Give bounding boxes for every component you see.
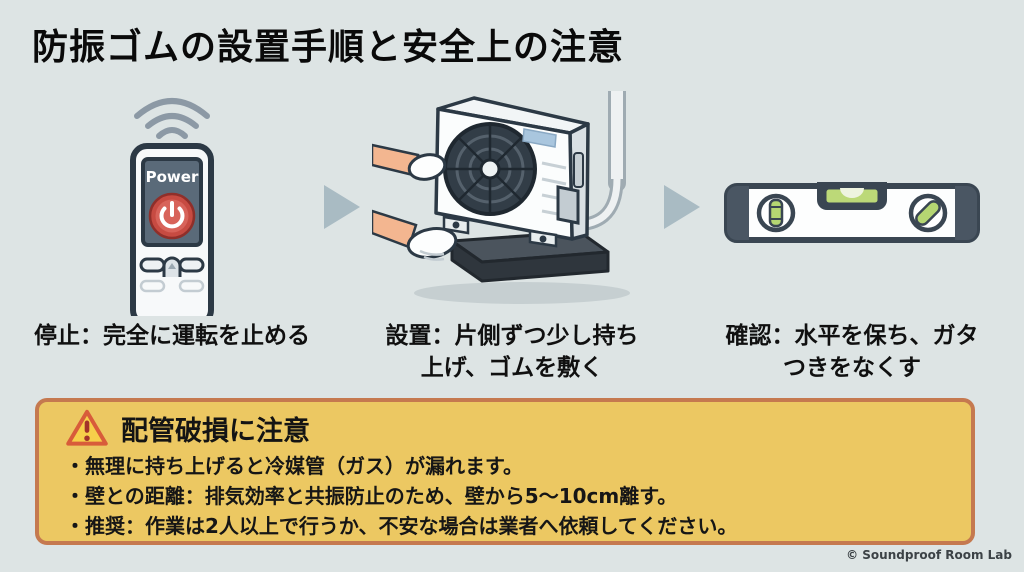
spirit-level-icon (724, 182, 980, 243)
warning-bullets: ・無理に持ち上げると冷媒管（ガス）が漏れます。 ・壁との距離：排気効率と共振防止… (65, 451, 953, 541)
warning-header: 配管破損に注意 (65, 409, 953, 448)
warning-bullet: ・壁との距離：排気効率と共振防止のため、壁から5〜10cm離す。 (65, 484, 678, 508)
left-vial (756, 193, 796, 233)
ac-unit-illustration (372, 84, 652, 316)
page-title: 防振ゴムの設置手順と安全上の注意 (32, 27, 625, 68)
caption-line: 停止：完全に運転を止める (34, 323, 310, 349)
ac-unit-on-pad-icon (372, 91, 630, 304)
center-vial (817, 182, 887, 210)
caption-line: 設置：片側ずつ少し持ち (385, 323, 639, 349)
arrow-right-icon (664, 185, 700, 229)
step-check-caption: 確認：水平を保ち、ガタ つきをなくす (726, 320, 979, 384)
remote-buttons (139, 256, 205, 293)
upper-hand (372, 143, 447, 181)
spirit-level-illustration (719, 84, 985, 316)
warning-title: 配管破損に注意 (121, 416, 310, 447)
right-vial (908, 193, 948, 233)
unit-feet (442, 215, 558, 248)
fan-grille-icon (443, 122, 537, 216)
caption-line: つきをなくす (783, 355, 921, 382)
step-install-caption: 設置：片側ずつ少し持ち 上げ、ゴムを敷く (386, 320, 639, 384)
step-install: 設置：片側ずつ少し持ち 上げ、ゴムを敷く (372, 84, 652, 384)
signal-waves-icon (134, 98, 210, 139)
power-button-icon (148, 192, 196, 240)
remote-control-icon: Power (130, 98, 214, 316)
remote-power-label: Power (146, 168, 199, 186)
footer-credit: © Soundproof Room Lab (846, 548, 1012, 562)
warning-box: 配管破損に注意 ・無理に持ち上げると冷媒管（ガス）が漏れます。 ・壁との距離：排… (35, 398, 975, 545)
caption-line: 確認：水平を保ち、ガタ (725, 323, 979, 349)
vent-label (522, 128, 557, 148)
arrow-1 (312, 184, 372, 230)
arrow-2 (652, 184, 712, 230)
step-stop: Power (32, 84, 312, 352)
warning-bullet: ・推奨：作業は2人以上で行うか、不安な場合は業者へ依頼してください。 (65, 514, 738, 538)
steps-row: Power (32, 84, 992, 384)
step-check: 確認：水平を保ち、ガタ つきをなくす (712, 84, 992, 384)
pipe-connection-box (556, 185, 580, 225)
warning-bullet: ・無理に持ち上げると冷媒管（ガス）が漏れます。 (65, 454, 523, 478)
warning-triangle-icon (66, 409, 108, 446)
lower-hand (372, 209, 458, 261)
remote-control-illustration: Power (87, 84, 257, 316)
step-stop-caption: 停止：完全に運転を止める (34, 320, 310, 352)
caption-line: 上げ、ゴムを敷く (420, 355, 604, 382)
arrow-right-icon (324, 185, 360, 229)
